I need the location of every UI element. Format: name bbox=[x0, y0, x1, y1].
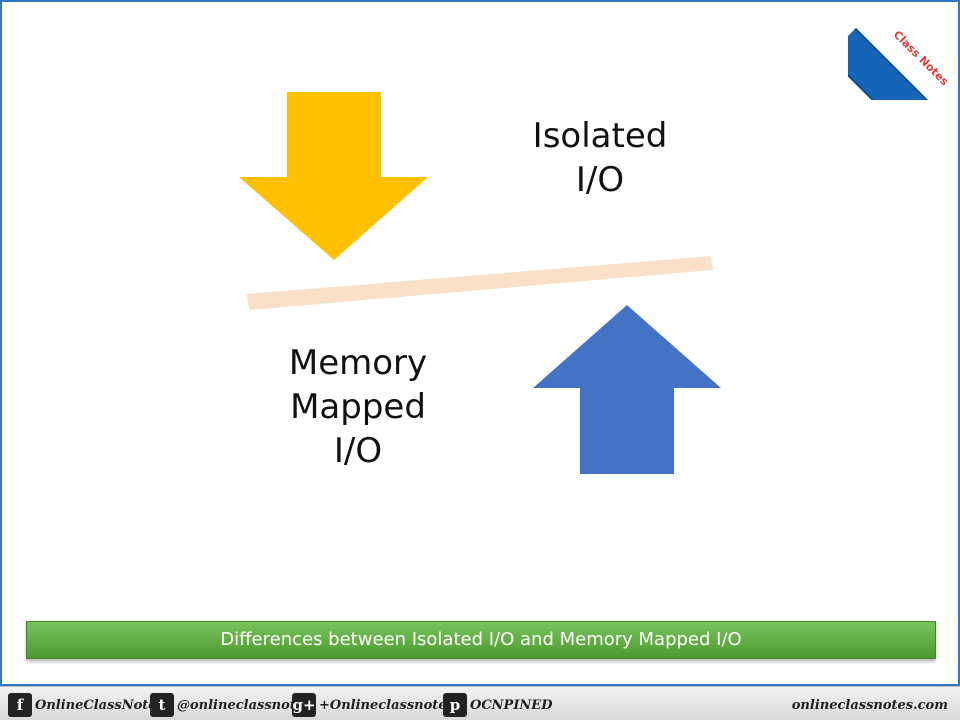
isolated-io-label: Isolated I/O bbox=[500, 114, 700, 202]
footer-facebook[interactable]: f OnlineClassNotes bbox=[8, 693, 164, 717]
io-comparison-diagram bbox=[239, 92, 721, 474]
slide-title-bar: Differences between Isolated I/O and Mem… bbox=[26, 621, 936, 659]
isolated-io-label-line2: I/O bbox=[575, 160, 625, 200]
memory-mapped-io-label-line2: Mapped bbox=[290, 387, 426, 427]
down-arrow bbox=[239, 92, 428, 260]
footer-pinterest-label: OCNPINED bbox=[470, 697, 553, 713]
footer-twitter[interactable]: t @onlineclassnote bbox=[150, 693, 304, 717]
footer-twitter-label: @onlineclassnote bbox=[177, 697, 305, 713]
corner-ribbon-logo: Online Class Notes bbox=[848, 0, 960, 100]
facebook-icon: f bbox=[8, 693, 32, 717]
google-plus-icon: g+ bbox=[292, 693, 316, 717]
divider-bar bbox=[247, 256, 713, 310]
slide-frame bbox=[0, 0, 960, 686]
up-arrow bbox=[533, 305, 721, 474]
footer-site-link[interactable]: onlineclassnotes.com bbox=[791, 698, 948, 713]
memory-mapped-io-label-line3: I/O bbox=[333, 431, 383, 471]
isolated-io-label-line1: Isolated bbox=[532, 116, 668, 156]
footer-google-plus[interactable]: g+ +Onlineclassnotes bbox=[292, 693, 454, 717]
footer-google-plus-label: +Onlineclassnotes bbox=[319, 697, 454, 713]
social-footer: f OnlineClassNotes t @onlineclassnote g+… bbox=[0, 686, 960, 720]
footer-facebook-label: OnlineClassNotes bbox=[35, 697, 164, 713]
footer-pinterest[interactable]: p OCNPINED bbox=[443, 693, 552, 717]
memory-mapped-io-label-line1: Memory bbox=[288, 343, 428, 383]
pinterest-icon: p bbox=[443, 693, 467, 717]
memory-mapped-io-label: Memory Mapped I/O bbox=[258, 341, 458, 473]
twitter-icon: t bbox=[150, 693, 174, 717]
